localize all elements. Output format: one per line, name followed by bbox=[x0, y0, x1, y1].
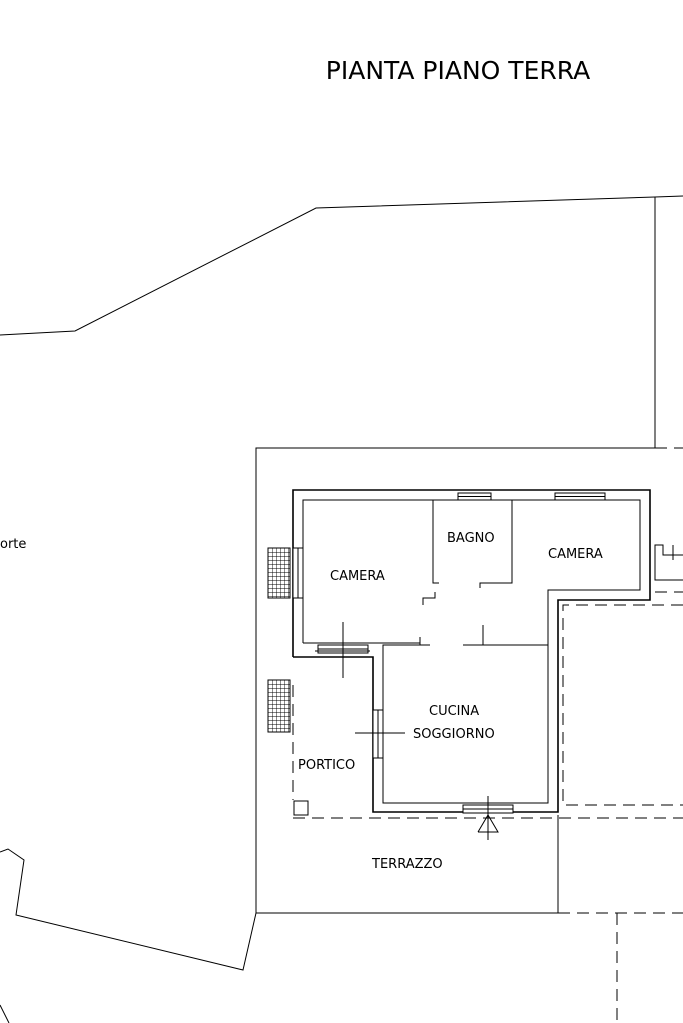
label-camera-left: CAMERA bbox=[330, 569, 385, 584]
label-portico: PORTICO bbox=[298, 758, 355, 773]
partition-door-left bbox=[422, 592, 436, 605]
kitchen-inner-wall bbox=[382, 644, 549, 804]
lot-boundary-top bbox=[0, 195, 683, 336]
lot-boundary-corner bbox=[0, 1004, 10, 1023]
partition-door-right bbox=[463, 625, 484, 646]
label-camera-right: CAMERA bbox=[548, 547, 603, 562]
entry-arrow bbox=[477, 814, 499, 833]
annex-wall bbox=[654, 544, 683, 581]
grille-top bbox=[267, 547, 291, 599]
label-bagno: BAGNO bbox=[447, 531, 495, 546]
label-terrazzo: TERRAZZO bbox=[371, 857, 443, 872]
courtyard-outline bbox=[255, 447, 655, 914]
label-cucina: CUCINA bbox=[429, 704, 479, 719]
label-soggiorno: SOGGIORNO bbox=[413, 727, 495, 742]
label-corte: orte bbox=[0, 537, 26, 552]
lot-boundary-bottom bbox=[0, 848, 257, 971]
house-outer-wall bbox=[292, 489, 651, 813]
grille-bottom bbox=[267, 679, 291, 733]
partition-bagno-camera bbox=[479, 500, 513, 588]
portico-pillar bbox=[293, 800, 309, 816]
dashed-annex bbox=[562, 604, 683, 806]
partition-camera-bagno bbox=[432, 500, 439, 584]
plan-title: PIANTA PIANO TERRA bbox=[326, 56, 590, 85]
partition-door-mid bbox=[419, 637, 430, 646]
